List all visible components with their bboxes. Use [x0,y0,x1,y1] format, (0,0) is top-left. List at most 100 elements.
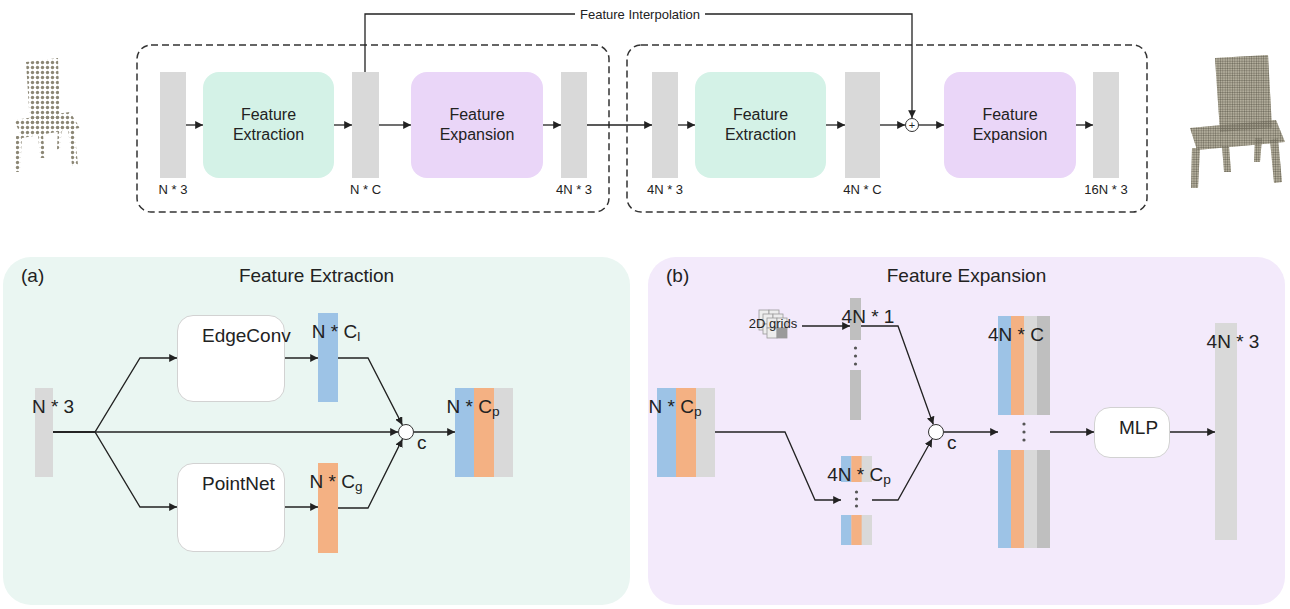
tensor-bar: 4N * 3 [561,72,587,178]
column-segment [851,515,862,545]
tensor-bar: N * Cp [657,388,715,477]
tensor-bar: N * Cl [318,313,338,402]
dimension-label: N * Cg [309,471,362,493]
tensor-column: 4N * 1 [850,298,861,420]
process-box: MLP [1094,407,1170,458]
column-segment [841,515,852,545]
column-segment [998,450,1011,548]
bar-fill [1215,323,1237,540]
arrow-connector [285,357,318,358]
box-label: MLP [1113,416,1164,440]
column-segment [850,370,861,420]
stage-outline [137,45,609,212]
operator-circle: c [398,424,414,440]
arrow-connector [1050,431,1094,432]
ellipsis-dot [854,346,857,349]
tensor-bar: 16N * 3 [1093,72,1119,178]
bar-segment [652,72,678,178]
arrow-connector [715,432,841,500]
bar-fill [1093,72,1119,178]
tensor-bar: N * Cg [318,463,338,553]
module-panel: (a)Feature ExtractionN * 3EdgeConvN * Cl… [3,257,630,605]
dimension-label: 16N * 3 [1084,182,1127,197]
bar-fill [845,72,880,178]
dimension-label: N * Cp [446,396,499,418]
arrow-connector [53,431,398,432]
arrow-connector [1170,431,1215,432]
bar-segment [494,388,513,477]
arrow-connector [338,358,402,425]
dimension-label: N * C [350,182,381,197]
process-box: Feature Expansion [411,72,543,178]
process-box: EdgeConv [177,315,285,402]
dimension-label: 4N * C [988,324,1044,346]
bar-fill [160,72,186,178]
tensor-bar: 4N * 3 [652,72,678,178]
box-label: Feature Expansion [944,105,1076,145]
dimension-label: 4N * Cp [827,464,891,486]
dense-point-cloud [1190,55,1285,188]
tensor-bar: N * 3 [160,72,186,178]
arrow-connector [826,124,845,125]
tensor-column: 4N * C [998,316,1050,548]
column-art [998,316,1050,548]
dimension-label: 4N * 3 [556,182,592,197]
operator-circle: c [928,424,944,440]
panel-title: Feature Extraction [239,265,394,287]
panel-index: (b) [666,265,689,287]
dimension-label: N * 3 [32,396,74,418]
dimension-label: 4N * 3 [1207,331,1260,353]
tensor-column: 4N * Cp [841,456,872,545]
module-panel: (b)Feature ExpansionN * Cp2D grids4N * 1… [648,257,1285,605]
box-label: PointNet [196,472,281,496]
column-segment [1011,450,1024,548]
arrow-connector [1076,124,1093,125]
arrow-connector [285,506,318,507]
ellipsis-dot [854,354,857,357]
ellipsis-dot [855,497,858,500]
bar-segment [1215,323,1237,540]
column-segment [862,515,872,545]
tensor-bar: 4N * 3 [1215,323,1237,540]
dimension-label: 4N * 1 [842,306,895,328]
operator-symbol: c [947,433,957,452]
connector-label: Feature Interpolation [575,7,705,22]
column-segment [1037,450,1050,548]
arrow-connector [587,124,652,125]
bar-fill [652,72,678,178]
operator-symbol: + [909,120,915,131]
box-label: Feature Extraction [203,105,334,145]
arrow-connector [543,124,561,125]
arrow-connector [334,124,352,125]
tensor-bar: N * C [352,72,379,178]
arrow-connector [186,124,203,125]
process-box: Feature Extraction [203,72,334,178]
ellipsis-dot [1022,430,1025,433]
icon-label: 2D grids [744,316,802,362]
process-box: PointNet [177,463,285,552]
box-label: Feature Extraction [695,105,826,145]
ellipsis-dot [1022,422,1025,425]
arrow-connector [919,124,944,125]
bar-segment [160,72,186,178]
dimension-label: N * 3 [159,182,188,197]
process-box: Feature Extraction [695,72,826,178]
bar-segment [845,72,880,178]
bar-segment [352,72,379,178]
operator-symbol: c [417,433,427,452]
box-label: EdgeConv [196,324,297,348]
panel-ground [3,257,630,605]
dimension-label: N * Cp [648,396,701,418]
dense-point-cloud [1190,55,1285,188]
bar-fill [561,72,587,178]
stage-outline [627,45,1147,212]
ellipsis-dot [855,490,858,493]
ellipsis-dot [855,504,858,507]
arrow-connector [678,124,695,125]
bar-fill [352,72,379,178]
bar-segment [561,72,587,178]
ellipsis-dot [1022,438,1025,441]
operator-circle: + [905,118,919,132]
